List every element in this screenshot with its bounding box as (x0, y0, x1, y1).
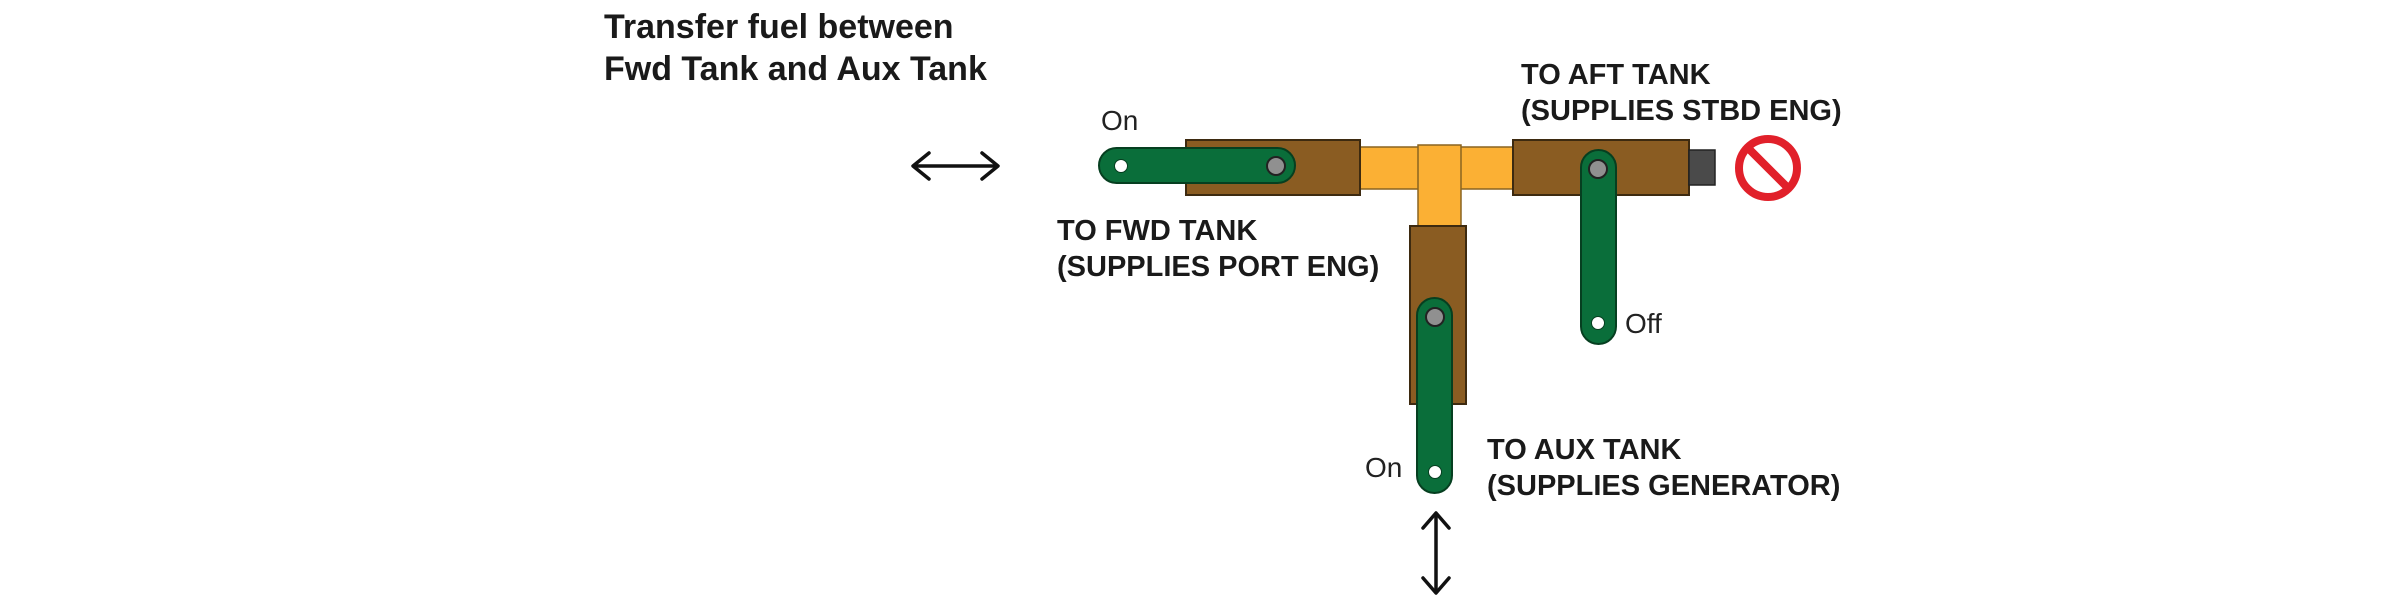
diagram-title: Transfer fuel between Fwd Tank and Aux T… (604, 6, 987, 90)
aux-valve-handle[interactable] (1416, 297, 1453, 494)
aft-pipe-cap (1688, 149, 1716, 186)
aft-valve-handle[interactable] (1580, 149, 1617, 345)
aft-tank-label: TO AFT TANK (SUPPLIES STBD ENG) (1521, 57, 1842, 129)
fwd-tank-label: TO FWD TANK (SUPPLIES PORT ENG) (1057, 213, 1379, 285)
aft-tank-label-line-2: (SUPPLIES STBD ENG) (1521, 95, 1842, 127)
aux-valve-state: On (1365, 452, 1403, 483)
fwd-tank-label-line-2: (SUPPLIES PORT ENG) (1057, 251, 1380, 283)
pipe-junction (1357, 144, 1519, 230)
aux-tank-label: TO AUX TANK (SUPPLIES GENERATOR) (1487, 432, 1840, 504)
aft-tank-label-line-1: TO AFT TANK (1521, 59, 1711, 91)
double-headed-arrow-horizontal-icon (911, 151, 1000, 181)
handle-end-hole (1428, 465, 1442, 479)
fwd-valve-state: On (1101, 105, 1139, 136)
double-headed-arrow-vertical-icon (1421, 511, 1451, 595)
handle-pivot (1588, 159, 1608, 179)
fwd-tank-label-line-1: TO FWD TANK (1057, 215, 1258, 247)
aft-valve-state: Off (1625, 308, 1662, 339)
handle-pivot (1425, 307, 1445, 327)
fwd-valve-handle[interactable] (1098, 147, 1296, 184)
handle-end-hole (1114, 159, 1128, 173)
aux-tank-label-line-2: (SUPPLIES GENERATOR) (1487, 470, 1841, 502)
title-line-1: Transfer fuel between (604, 8, 954, 46)
prohibited-icon (1735, 135, 1801, 201)
aux-tank-label-line-1: TO AUX TANK (1487, 434, 1682, 466)
handle-end-hole (1591, 316, 1605, 330)
title-line-2: Fwd Tank and Aux Tank (604, 50, 987, 88)
handle-pivot (1266, 156, 1286, 176)
